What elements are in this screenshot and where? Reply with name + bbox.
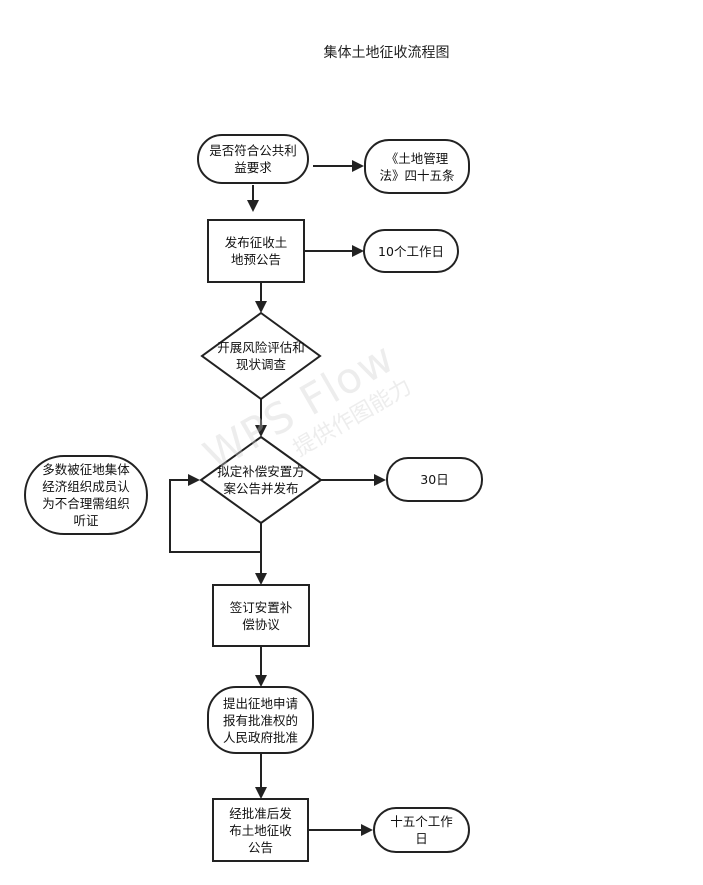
arrow-feedback-loop [169,474,262,553]
node-thirty-days [386,457,483,502]
node-land-law [364,139,470,194]
diagram-title: 集体土地征收流程图 [323,45,450,61]
label-ten-days: 10个工作日 [378,243,444,259]
label-compensation-plan: 拟定补偿安置方 案公告并发布 [217,464,305,496]
label-apply-approval: 提出征地申请 报有批准权的 人民政府批准 [222,695,298,745]
label-public-interest: 是否符合公共利 益要求 [209,143,297,175]
node-fifteen-days [373,807,470,853]
label-sign-agreement: 签订安置补 偿协议 [229,599,293,632]
label-hearing-note: 多数被征地集体 经济组织成员认 为不合理需组织 听证 [42,462,130,528]
label-fifteen-days: 十五个工作 日 [390,814,453,846]
label-risk-assessment: 开展风险评估和 现状调查 [217,340,305,372]
node-publish-after-approval [212,798,309,862]
label-pre-announcement: 发布征收土 地预公告 [224,235,288,267]
label-land-law: 《土地管理 法》四十五条 [379,150,455,183]
node-ten-days [363,229,459,273]
label-thirty-days: 30日 [420,472,449,487]
node-public-interest [197,134,309,184]
node-hearing-note [24,455,148,535]
label-publish-after-approval: 经批准后发 布土地征收 公告 [229,805,292,855]
